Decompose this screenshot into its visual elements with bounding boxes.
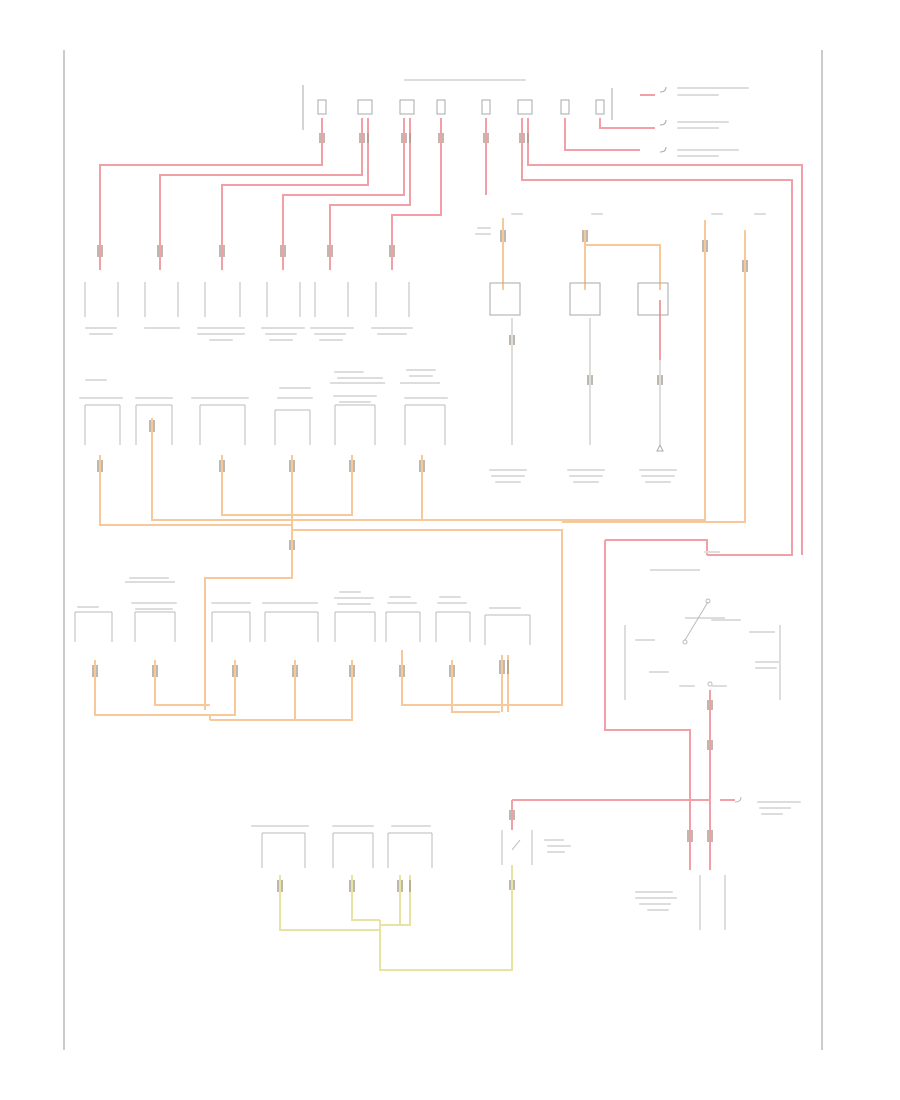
relays [489, 282, 669, 452]
grey-wires [511, 318, 709, 641]
fuse-terminal [317, 99, 605, 115]
ignition-switch [624, 598, 781, 803]
yellow-wires [279, 865, 513, 971]
load-devices-row3 [74, 581, 531, 645]
faded-labels [77, 79, 801, 911]
connectors [92, 133, 748, 892]
load-devices-row4 [261, 830, 726, 930]
fuse-block [302, 85, 667, 153]
load-devices-row1 [84, 282, 410, 317]
red-wires [99, 94, 803, 870]
page-frame [63, 50, 823, 1050]
load-devices-row2 [84, 382, 446, 445]
